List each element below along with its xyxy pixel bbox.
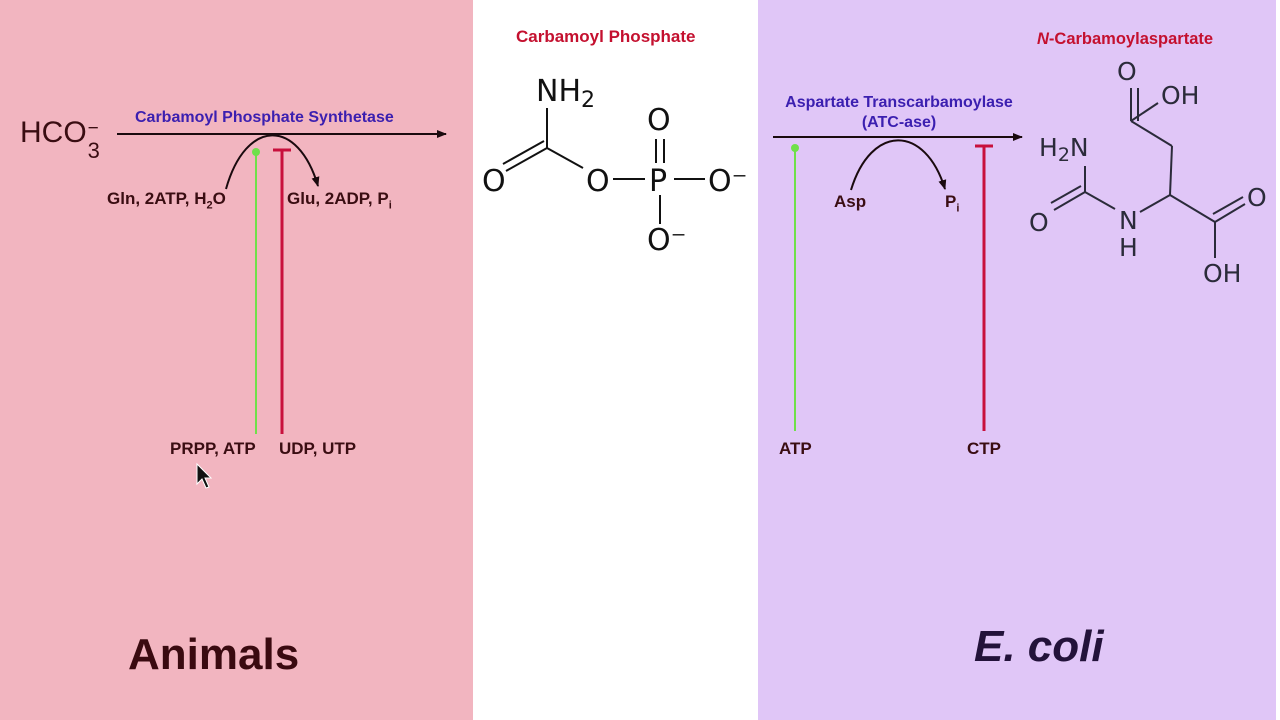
mouse-cursor-icon <box>196 462 213 489</box>
cps-enzyme-label: Carbamoyl Phosphate Synthetase <box>135 109 394 126</box>
animals-title: Animals <box>128 630 300 679</box>
atcase-name-line: Aspartate Transcarbamoylase <box>785 94 1013 111</box>
cps-inhibitors-label: UDP, UTP <box>279 439 357 458</box>
carbamoylaspartate-atoms: O OH H2N O N H O OH <box>1029 57 1267 288</box>
ca-amide-hydrogen: H <box>1119 233 1138 262</box>
atcase-inhibitor-label: CTP <box>967 439 1001 458</box>
cps-activators-label: PRPP, ATP <box>170 439 256 458</box>
atcase-output-label: Pi <box>945 192 960 215</box>
carbamoyl-phosphate-title: Carbamoyl Phosphate <box>516 27 696 46</box>
cps-cosubstrate-arc <box>225 134 320 190</box>
ca-top-oxygen: O <box>1117 57 1137 86</box>
ca-left-oxygen: O <box>1029 208 1049 237</box>
cp-phosphorus-atom: P <box>649 164 667 199</box>
atcase-input-label: Asp <box>834 192 867 211</box>
atcase-enzyme-label: Aspartate Transcarbamoylase (ATC-ase) <box>775 93 1023 133</box>
carbamoyl-phosphate-panel <box>473 0 758 720</box>
cp-nh2-atom: NH2 <box>536 74 595 113</box>
cp-right-oxygen: O⁻ <box>708 164 747 199</box>
atcase-activator-label: ATP <box>779 439 812 458</box>
carbamoylaspartate-structure <box>1050 88 1246 258</box>
cp-phosphoryl-oxygen: O <box>647 103 671 138</box>
atcase-cosubstrate-arc <box>850 139 947 191</box>
ecoli-panel <box>758 0 1280 720</box>
carbamoylaspartate-title: N-Carbamoylaspartate <box>1037 30 1214 48</box>
bicarbonate-label: HCO−3 <box>20 116 100 163</box>
animals-panel <box>0 0 473 720</box>
ca-amide-nitrogen: N <box>1119 206 1138 235</box>
cps-inputs-label: Gln, 2ATP, H2O <box>107 189 226 212</box>
cps-activation-dot <box>252 148 260 156</box>
atcase-activation-dot <box>791 144 799 152</box>
ca-top-hydroxyl: OH <box>1161 81 1199 110</box>
atcase-abbrev-line: (ATC-ase) <box>861 114 937 131</box>
cp-carbonyl-oxygen: O <box>482 164 506 199</box>
cp-ester-oxygen: O <box>586 164 610 199</box>
ecoli-title: E. coli <box>974 622 1104 671</box>
ca-right-oxygen: O <box>1247 183 1267 212</box>
carbamoyl-phosphate-structure <box>502 108 705 224</box>
carbamoyl-phosphate-atoms: NH2 O O P O O⁻ O⁻ <box>482 74 747 258</box>
cp-bottom-oxygen: O⁻ <box>647 223 686 258</box>
right-edge-strip <box>1276 0 1280 720</box>
cps-outputs-label: Glu, 2ADP, Pi <box>287 189 392 212</box>
ca-bottom-hydroxyl: OH <box>1203 259 1241 288</box>
ca-amino-group: H2N <box>1039 133 1089 166</box>
